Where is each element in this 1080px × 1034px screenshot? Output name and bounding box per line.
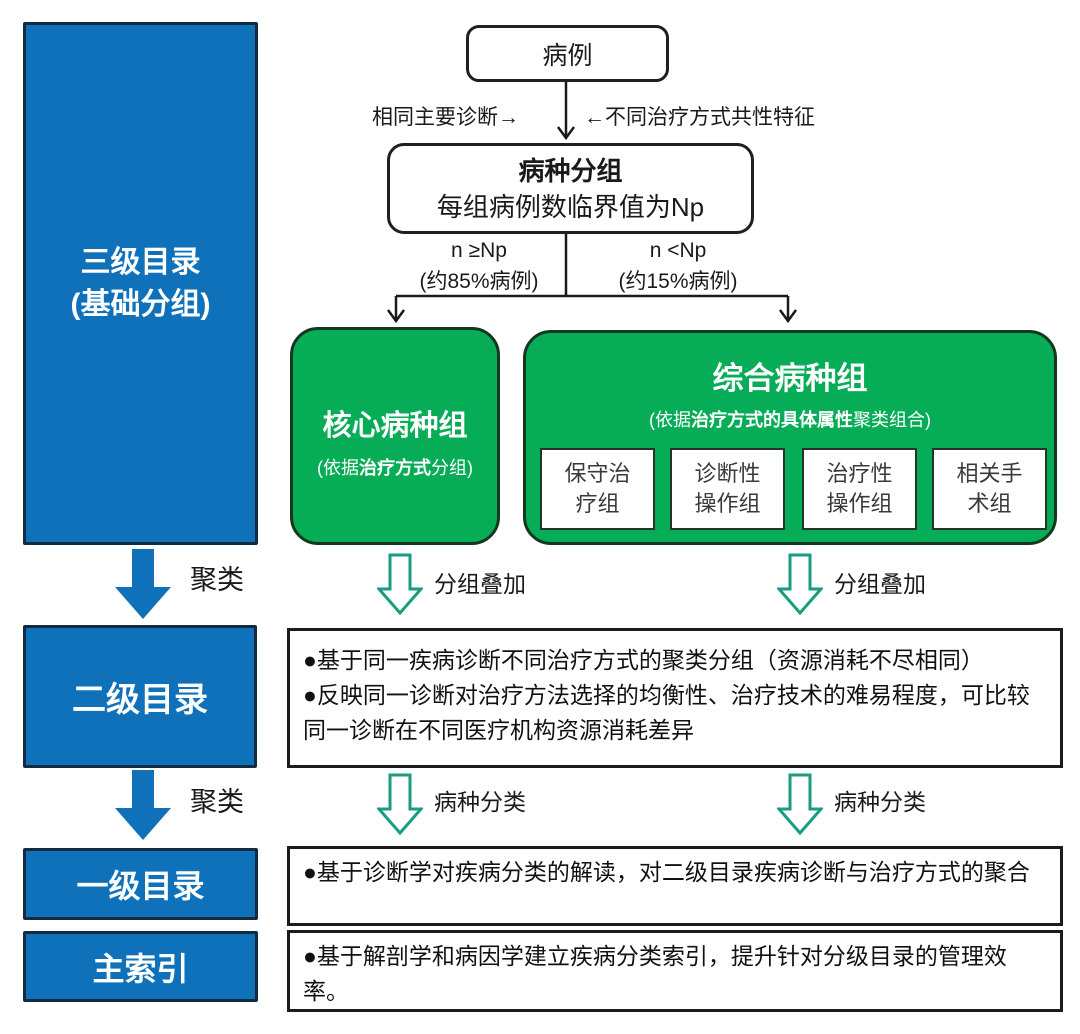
arrowhead-down-right [778,309,798,324]
outline-arrow-overlay-right [777,553,823,616]
connector-lines [386,80,798,324]
level3-directory-box: 三级目录 (基础分组) [23,22,258,545]
level2-note-line1: ●基于同一疾病诊断不同治疗方式的聚类分组（资源消耗不尽相同） [303,647,984,673]
main-index-note-text: ●基于解剖学和病因学建立疾病分类索引，提升针对分级目录的管理效率。 [303,943,1007,1004]
conservative-treatment-group-box: 保守治 疗组 [540,448,655,530]
main-index-box: 主索引 [23,931,258,1002]
classify-label-right: 病种分类 [834,789,926,815]
disease-grouping-box: 病种分组 每组病例数临界值为Np [387,143,754,234]
level2-note-line2: ●反映同一诊断对治疗方法选择的均衡性、治疗技术的难易程度，可比较同一诊断在不同医… [303,682,1030,743]
level2-note-box: ●基于同一疾病诊断不同治疗方式的聚类分组（资源消耗不尽相同） ●反映同一诊断对治… [287,628,1063,768]
level1-label: 一级目录 [76,868,205,904]
disease-grouping-title: 病种分组 [518,155,623,186]
overlay-label-right: 分组叠加 [834,571,926,597]
branch-right-share: (约15%病例) [618,270,738,293]
core-disease-group-box: 核心病种组 (依据治疗方式分组) [290,327,500,545]
core-group-title: 核心病种组 [322,410,468,442]
branch-left-share: (约85%病例) [419,270,539,293]
outline-arrow-overlay-left [377,553,423,616]
case-box: 病例 [466,25,669,82]
level1-note-box: ●基于诊断学对疾病分类的解读，对二级目录疾病诊断与治疗方式的聚合 [287,846,1063,926]
outline-arrow-classify-left [377,773,423,836]
blue-down-arrow-top [115,549,171,619]
arrowhead-down-left [386,309,406,324]
different-treatment-label: ←不同治疗方式共性特征 [584,106,815,129]
arrowhead-down-1 [556,126,576,141]
composite-group-title: 综合病种组 [712,361,868,396]
composite-disease-group-box: 综合病种组 (依据治疗方式的具体属性聚类组合) 保守治 疗组 诊断性 操作组 治… [523,330,1057,545]
main-index-note-box: ●基于解剖学和病因学建立疾病分类索引，提升针对分级目录的管理效率。 [287,930,1063,1012]
level3-label: 三级目录 (基础分组) [70,245,211,321]
therapeutic-operation-group-box: 治疗性 操作组 [802,448,917,530]
cluster-label-bottom: 聚类 [190,787,244,817]
level1-directory-box: 一级目录 [23,848,258,920]
level2-label: 二级目录 [72,681,208,719]
case-box-label: 病例 [542,41,593,70]
blue-down-arrow-bottom [115,770,171,840]
level2-directory-box: 二级目录 [23,625,257,768]
level1-note-text: ●基于诊断学对疾病分类的解读，对二级目录疾病诊断与治疗方式的聚合 [303,859,1030,885]
diagnostic-operation-group-box: 诊断性 操作组 [670,448,785,530]
core-group-subtitle: (依据治疗方式分组) [317,458,473,478]
branch-right-condition: n <Np [649,239,707,262]
disease-grouping-subtitle: 每组病例数临界值为Np [436,191,705,222]
composite-group-subtitle: (依据治疗方式的具体属性聚类组合) [649,410,931,430]
branch-left-condition: n ≥Np [451,239,507,262]
overlay-label-left: 分组叠加 [434,571,526,597]
cluster-label-top: 聚类 [190,565,244,595]
related-surgery-group-box: 相关手 术组 [932,448,1047,530]
classify-label-left: 病种分类 [434,789,526,815]
main-index-label: 主索引 [92,950,189,987]
same-diagnosis-label: 相同主要诊断→ [372,106,519,129]
outline-arrow-classify-right [777,773,823,836]
